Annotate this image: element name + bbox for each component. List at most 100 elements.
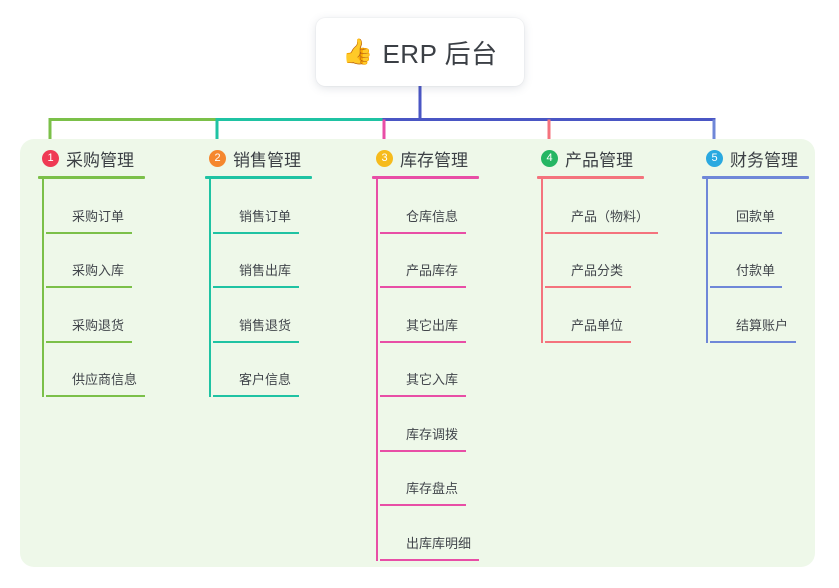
branch-spine [376,179,378,561]
branch-items: 产品（物料） 产品分类产品单位 [537,179,658,343]
branch-item-label: 销售出库 [239,263,292,278]
branch-4[interactable]: 4 产品管理产品（物料） 产品分类产品单位 [537,145,658,343]
branch-item-underline [213,286,299,288]
branch-item-label: 其它出库 [406,317,459,333]
branch-item-underline [545,340,631,343]
branch-underline [537,176,644,179]
branch-header[interactable]: 4 产品管理 [537,145,644,171]
branch-item[interactable]: 销售退货 [209,288,312,343]
branch-header[interactable]: 5 财务管理 [702,145,809,171]
branch-item-label: 销售订单 [239,208,292,224]
branch-item[interactable]: 付款单 [706,234,809,288]
branches-panel [20,139,815,567]
branch-item-underline [213,340,299,343]
branch-item-underline [380,449,466,452]
branch-item[interactable]: 产品（物料） [541,179,658,234]
branch-item[interactable]: 库存调拨 [376,397,479,452]
branch-item[interactable]: 客户信息 [209,343,312,397]
branch-item-label: 回款单 [736,208,776,224]
root-node[interactable]: 👍 ERP 后台 [316,18,524,86]
branch-item-label: 库存调拨 [406,426,459,442]
branch-header[interactable]: 3 库存管理 [372,145,479,171]
branch-item-label: 结算账户 [736,317,789,333]
branch-item[interactable]: 其它出库 [376,288,479,343]
branch-title: 产品管理 [565,150,633,170]
branch-title: 库存管理 [400,150,468,170]
branch-item-underline [46,231,132,234]
branch-number-badge: 1 [42,149,59,167]
branch-item-underline [380,231,466,234]
branch-item-underline [545,286,631,288]
branch-item[interactable]: 采购退货 [42,288,145,343]
branch-header[interactable]: 1 采购管理 [38,145,145,171]
branch-item-label: 仓库信息 [406,208,459,224]
branch-item[interactable]: 出库库明细 [376,506,479,561]
branch-item-label: 销售退货 [239,317,292,333]
branch-item-underline [46,340,132,343]
branch-item[interactable]: 销售出库 [209,234,312,288]
root-title: ERP 后台 [382,38,498,69]
branch-item-label: 供应商信息 [72,372,138,387]
branch-item-label: 付款单 [736,263,776,278]
branch-item[interactable]: 采购订单 [42,179,145,234]
branch-underline [205,176,312,179]
branch-item-underline [545,231,658,234]
branch-item-label: 采购入库 [72,263,125,278]
branch-item-underline [46,395,145,397]
branch-item-underline [380,286,466,288]
branch-item[interactable]: 产品单位 [541,288,644,343]
branch-item-underline [380,504,466,506]
branch-items: 销售订单销售出库销售退货客户信息 [205,179,312,397]
branch-3[interactable]: 3 库存管理仓库信息产品库存其它出库其它入库库存调拨库存盘点出库库明细 [372,145,479,561]
branch-item-label: 产品分类 [571,263,624,278]
branch-item-label: 产品单位 [571,317,624,333]
branch-item[interactable]: 采购入库 [42,234,145,288]
branch-spine [706,179,708,343]
branch-title: 销售管理 [233,150,301,170]
branch-item[interactable]: 库存盘点 [376,452,479,506]
branch-number-badge: 2 [209,149,226,167]
branch-item[interactable]: 产品分类 [541,234,644,288]
branch-item-underline [380,558,479,561]
branch-number-badge: 5 [706,149,723,167]
branch-item-underline [213,395,299,397]
branch-item[interactable]: 仓库信息 [376,179,479,234]
branch-items: 回款单付款单结算账户 [702,179,809,343]
branch-title: 采购管理 [66,150,134,170]
branch-item[interactable]: 结算账户 [706,288,809,343]
branch-items: 采购订单采购入库采购退货供应商信息 [38,179,145,397]
branch-item-underline [213,231,299,234]
branch-item-label: 其它入库 [406,372,459,387]
branch-item-underline [46,286,132,288]
branch-item[interactable]: 产品库存 [376,234,479,288]
branch-5[interactable]: 5 财务管理回款单付款单结算账户 [702,145,809,343]
branch-item-underline [710,231,782,234]
branch-spine [541,179,543,343]
branch-items: 仓库信息产品库存其它出库其它入库库存调拨库存盘点出库库明细 [372,179,479,561]
branch-item[interactable]: 其它入库 [376,343,479,397]
branch-header[interactable]: 2 销售管理 [205,145,312,171]
branch-item-label: 采购订单 [72,208,125,224]
branch-item-label: 产品（物料） [571,208,650,224]
branch-item-label: 采购退货 [72,317,125,333]
branch-item-label: 产品库存 [406,263,459,278]
branch-title: 财务管理 [730,150,798,170]
branch-item-underline [380,395,466,397]
branch-1[interactable]: 1 采购管理采购订单采购入库采购退货供应商信息 [38,145,145,397]
branch-item-label: 客户信息 [239,372,292,387]
branch-item[interactable]: 供应商信息 [42,343,145,397]
branch-item-label: 出库库明细 [406,535,472,551]
branch-item[interactable]: 回款单 [706,179,809,234]
branch-item-label: 库存盘点 [406,481,459,496]
branch-number-badge: 3 [376,149,393,167]
thumbs-up-icon: 👍 [342,37,374,66]
branch-underline [372,176,479,179]
branch-item[interactable]: 销售订单 [209,179,312,234]
branch-item-underline [380,340,466,343]
branch-2[interactable]: 2 销售管理销售订单销售出库销售退货客户信息 [205,145,312,397]
branch-underline [38,176,145,179]
branch-spine [209,179,211,397]
branch-number-badge: 4 [541,149,558,167]
branch-spine [42,179,44,397]
